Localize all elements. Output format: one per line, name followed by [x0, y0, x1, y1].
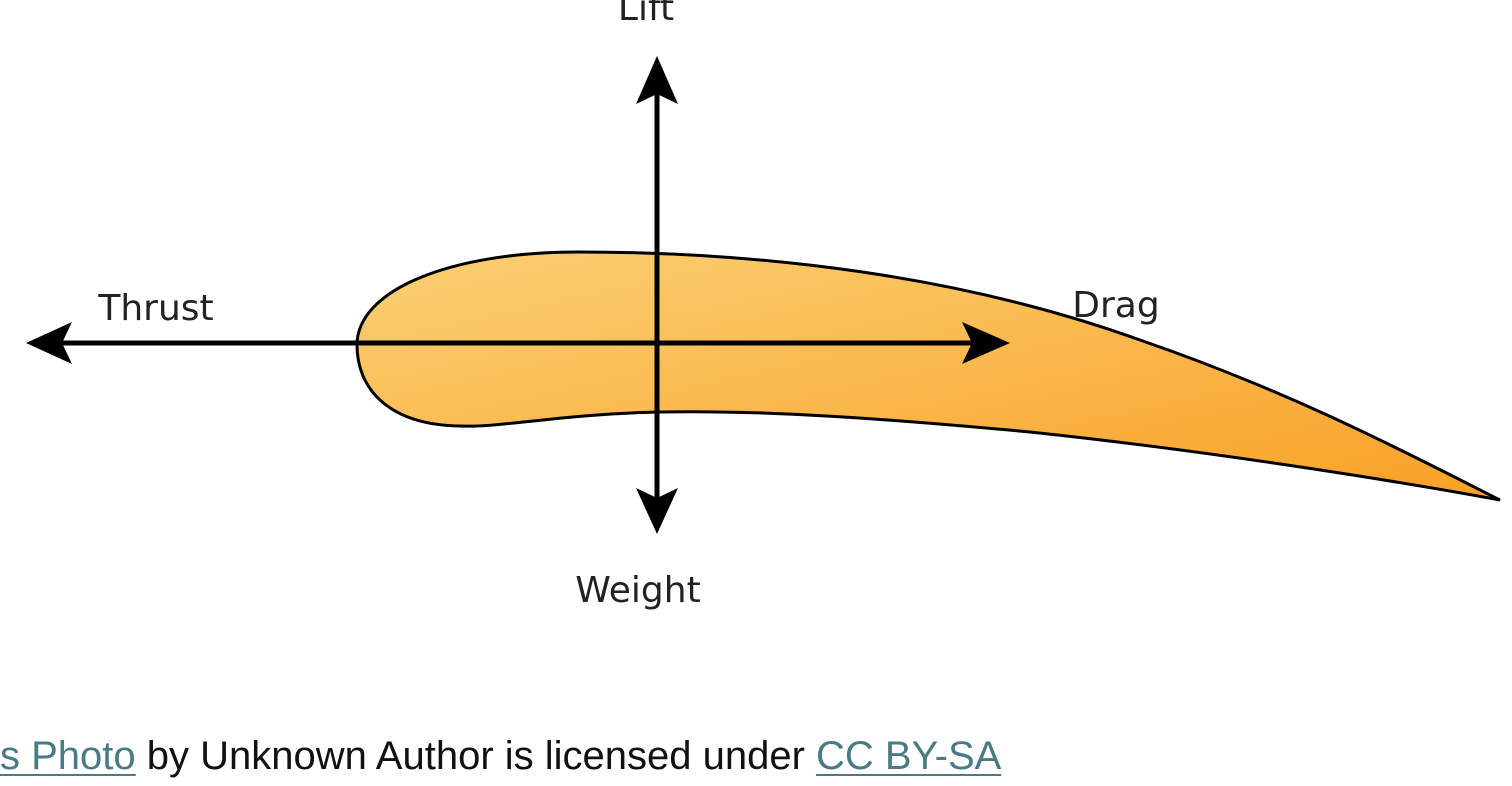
airfoil-forces-diagram: Lift Thrust Drag Weight [26, 0, 1501, 611]
license-link[interactable]: CC BY-SA [816, 734, 1002, 778]
photo-link[interactable]: s Photo [0, 734, 136, 778]
drag-arrow [360, 322, 1010, 364]
attribution-caption: s Photo by Unknown Author is licensed un… [0, 728, 1001, 784]
drag-label: Drag [1072, 285, 1159, 326]
thrust-label: Thrust [97, 288, 213, 329]
attribution-text: by Unknown Author is licensed under [135, 734, 817, 778]
airfoil-shape [355, 250, 1501, 502]
weight-arrow [636, 343, 678, 534]
lift-arrow [636, 56, 678, 343]
weight-label: Weight [575, 570, 700, 611]
lift-label: Lift [618, 0, 674, 29]
thrust-arrow [26, 322, 360, 364]
